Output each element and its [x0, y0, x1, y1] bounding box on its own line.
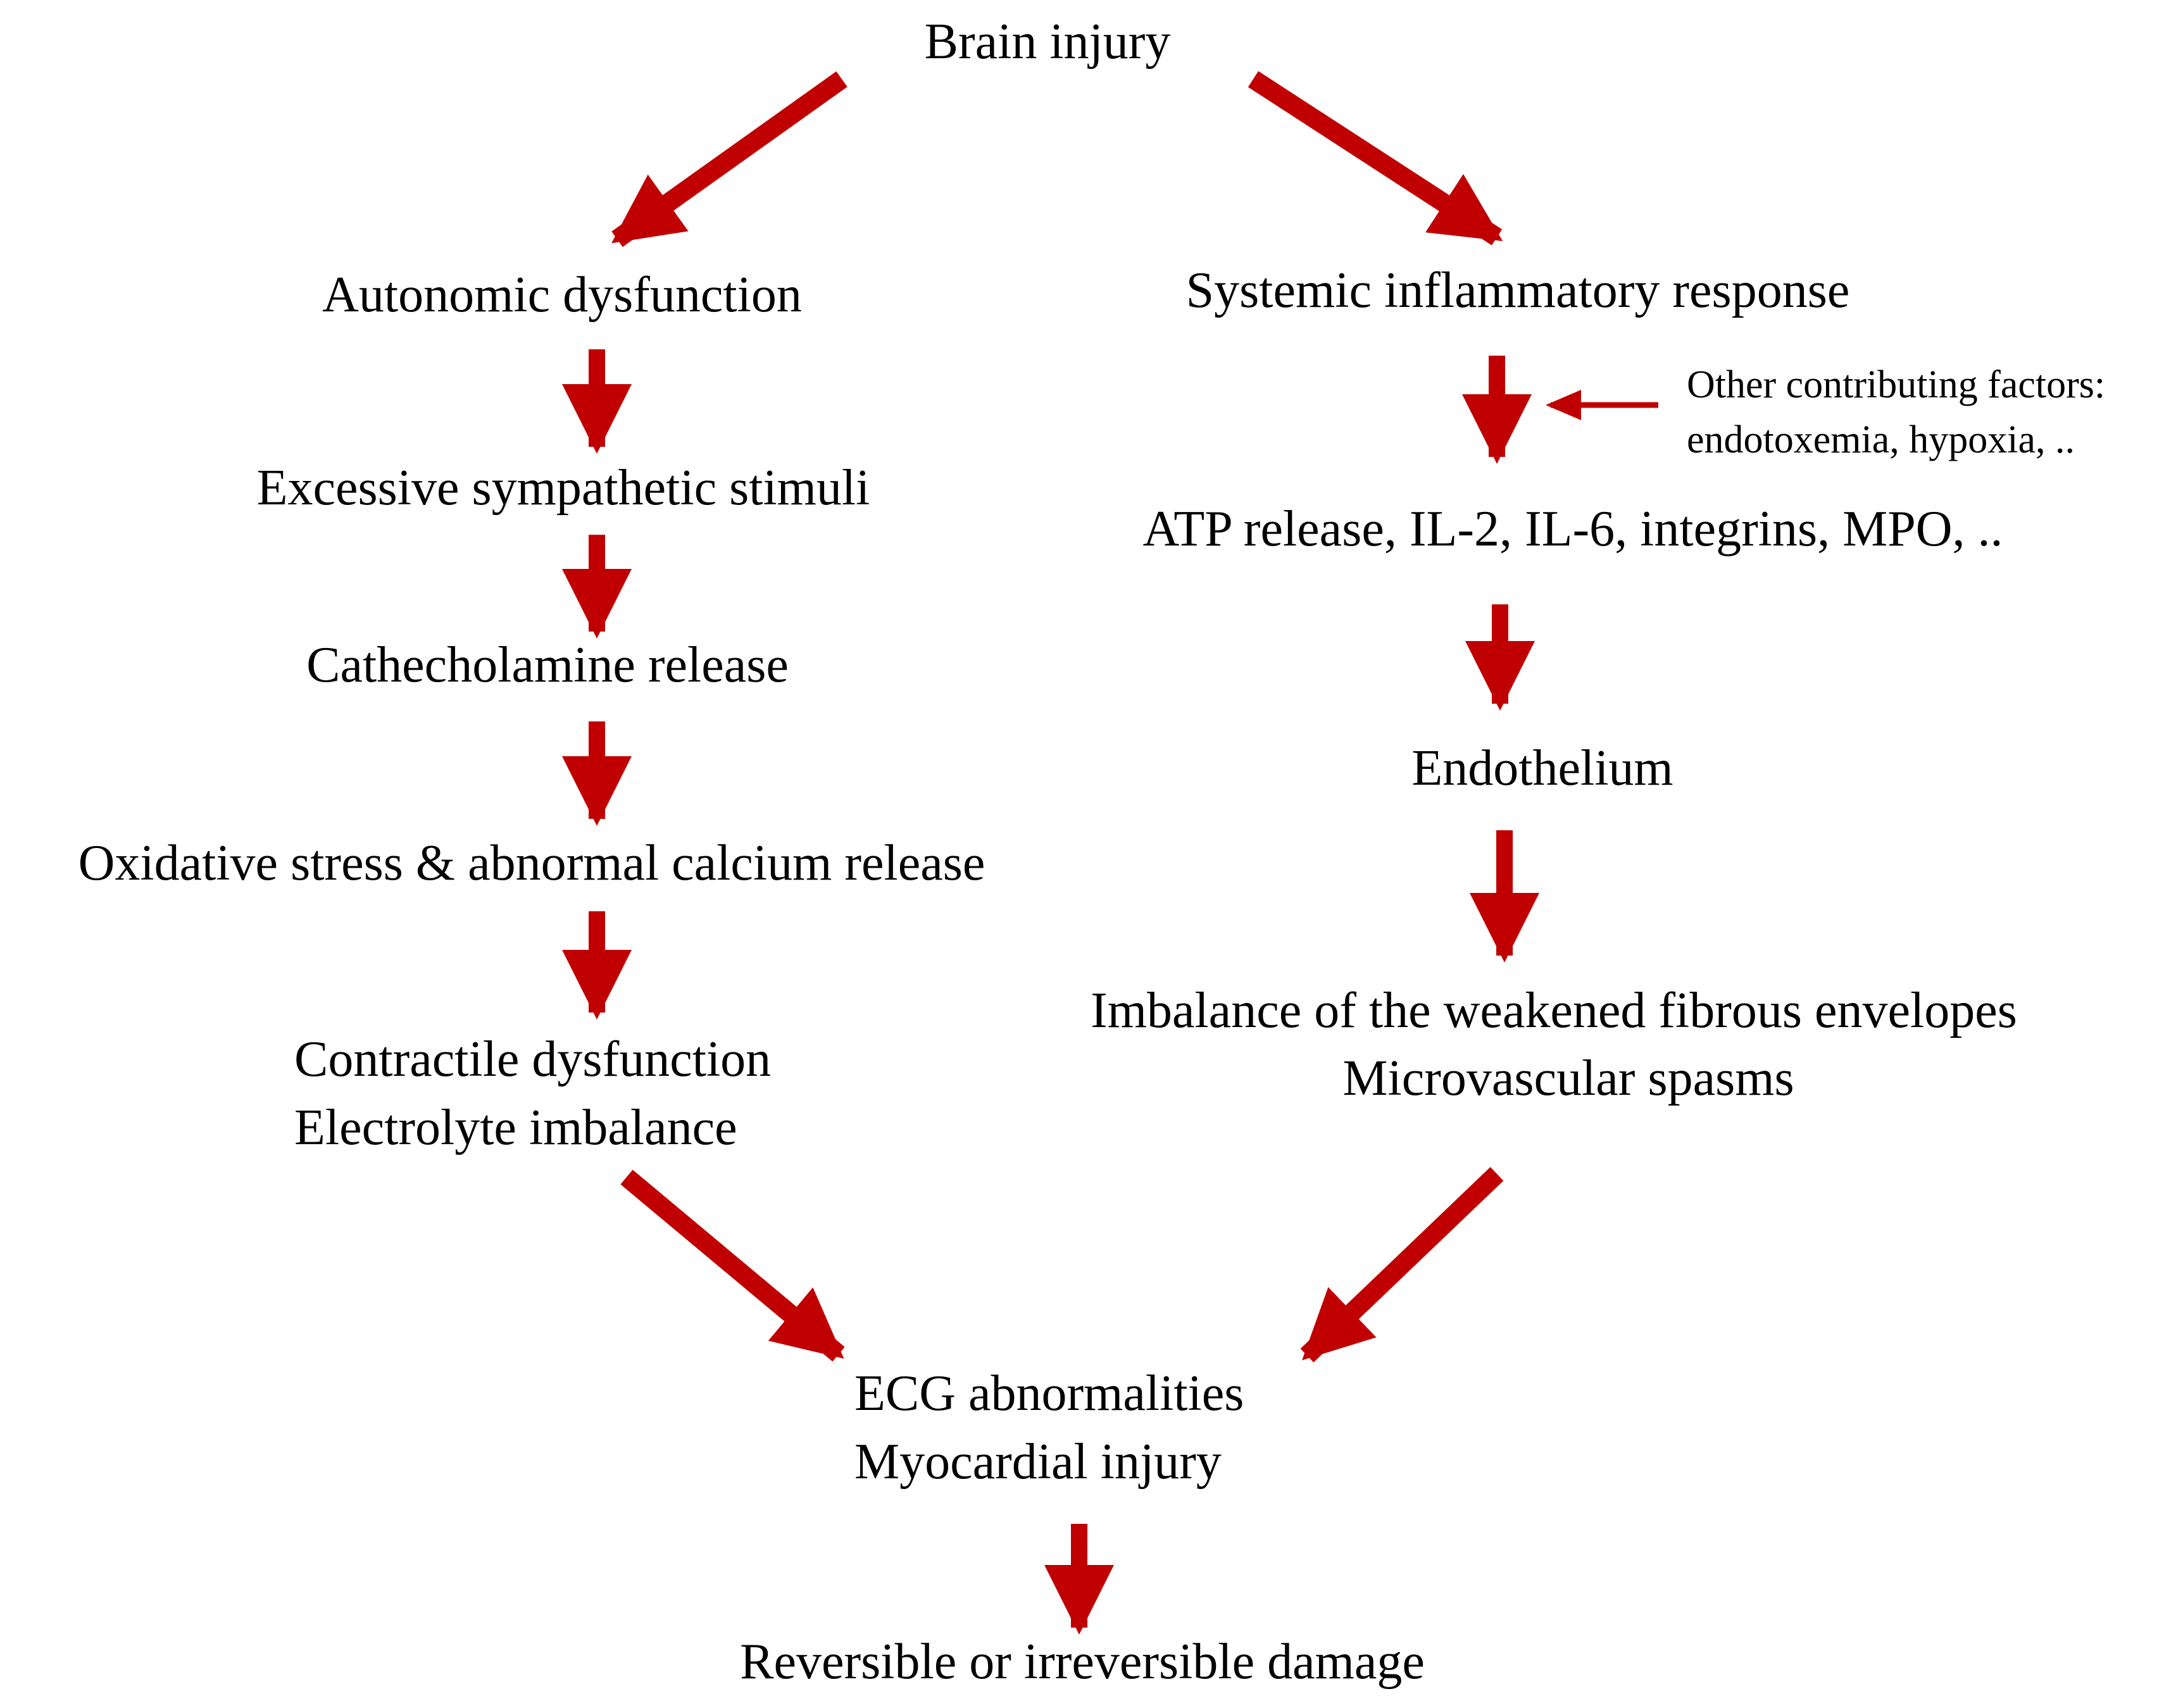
node-autonomic-dysfunction: Autonomic dysfunction	[322, 267, 802, 323]
node-ecg-abnormalities: ECG abnormalities	[854, 1366, 1244, 1421]
node-electrolyte-imbalance: Electrolyte imbalance	[294, 1100, 737, 1156]
node-mediators: ATP release, IL-2, IL-6, integrins, MPO,…	[1143, 501, 2003, 557]
node-endothelium: Endothelium	[1411, 740, 1673, 796]
arrow-brain-to-autonomic	[611, 71, 847, 247]
node-myocardial-injury: Myocardial injury	[854, 1434, 1222, 1490]
node-cathecholamine-release: Cathecholamine release	[306, 637, 789, 693]
node-oxidative-stress: Oxidative stress & abnormal calcium rele…	[78, 835, 985, 891]
node-brain-injury: Brain injury	[925, 14, 1171, 70]
node-fibrous-envelopes: Imbalance of the weakened fibrous envelo…	[1091, 983, 2017, 1038]
labels: Brain injury Autonomic dysfunction Exces…	[78, 14, 2106, 1690]
arrow-fibrous-to-ecg	[1300, 1167, 1504, 1362]
node-excessive-sympathetic-stimuli: Excessive sympathetic stimuli	[257, 460, 870, 516]
node-microvascular-spasms: Microvascular spasms	[1342, 1050, 1794, 1106]
arrow-contractile-to-ecg	[620, 1169, 845, 1362]
node-contractile-dysfunction: Contractile dysfunction	[294, 1032, 771, 1087]
node-systemic-inflammatory-response: Systemic inflammatory response	[1186, 263, 1850, 318]
note-other-factors-line1: Other contributing factors:	[1687, 363, 2105, 406]
arrow-brain-to-inflammatory	[1248, 71, 1503, 246]
node-damage: Reversible or irreversible damage	[740, 1634, 1425, 1690]
arrows	[562, 71, 1658, 1635]
note-other-factors-line2: endotoxemia, hypoxia, ..	[1687, 418, 2075, 461]
